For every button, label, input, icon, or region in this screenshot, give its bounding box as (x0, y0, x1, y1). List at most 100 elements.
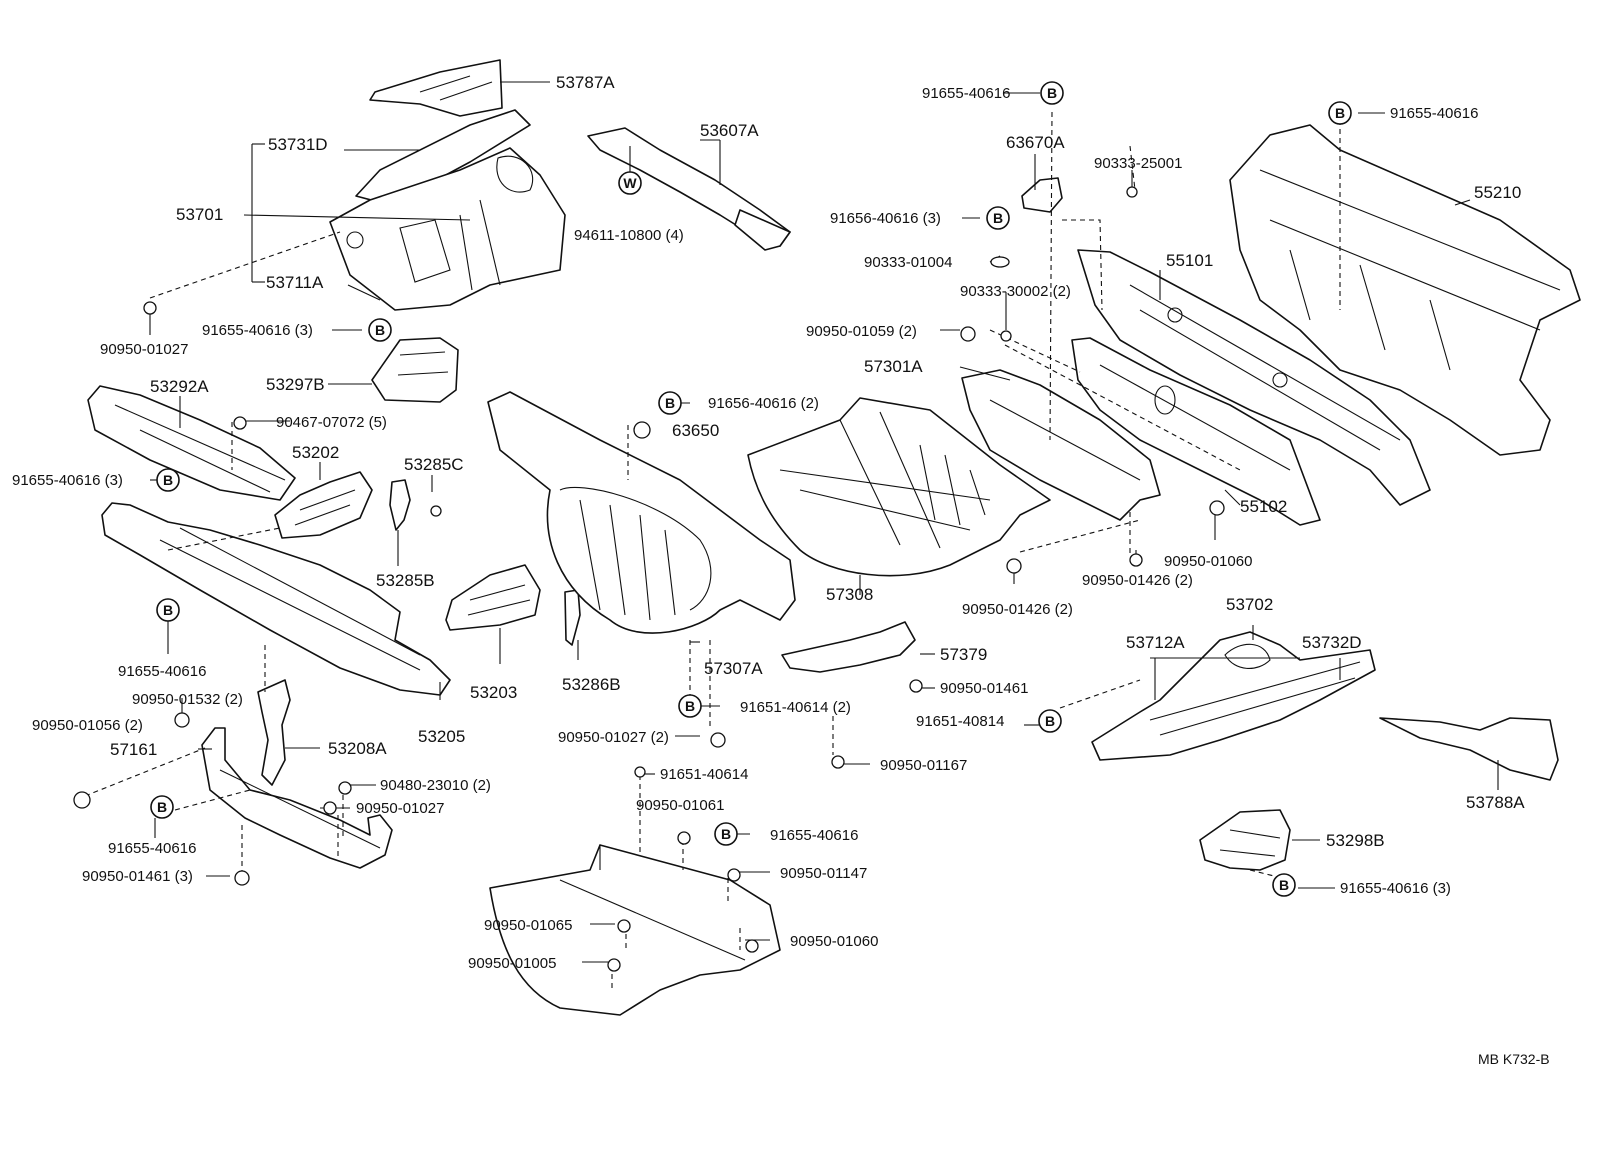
marker-letter: B (1045, 713, 1055, 729)
marker-b-91655-b: B (150, 795, 174, 819)
label-53701: 53701 (176, 205, 223, 224)
plug-90950-01461 (234, 870, 250, 886)
marker-b-91651-40614-2: B (678, 694, 702, 718)
plug-90950-01005 (607, 958, 621, 972)
marker-b-91655-top: B (1040, 81, 1064, 105)
part-53285B (389, 479, 411, 531)
plug-90950-01061 (677, 831, 691, 845)
part-57308 (747, 397, 1051, 577)
label-53702: 53702 (1226, 595, 1273, 614)
marker-b-91655-a: B (156, 598, 180, 622)
part-53701-53711A (329, 147, 566, 311)
plug-90950-01027-2 (710, 732, 726, 748)
label-53788A: 53788A (1466, 793, 1525, 812)
part-57301A (961, 369, 1161, 521)
label-53285C: 53285C (404, 455, 464, 474)
label-94611-10800: 94611-10800 (4) (574, 227, 684, 244)
plug-90950-01059 (960, 326, 976, 342)
part-55102 (1071, 337, 1321, 526)
plug-90950-01167 (831, 755, 845, 769)
marker-b-91655-3-a: B (368, 318, 392, 342)
plug-90333-25001 (1126, 186, 1138, 198)
plug-90950-01060-b (1209, 500, 1225, 516)
part-55210 (1229, 124, 1581, 456)
clip-91651-40614 (634, 766, 646, 778)
label-90950-01056: 90950-01056 (2) (32, 717, 143, 734)
marker-letter: B (665, 395, 675, 411)
label-91651-40614-2: 91651-40614 (2) (740, 699, 851, 716)
fasteners (73, 186, 1225, 972)
label-53202: 53202 (292, 443, 339, 462)
label-53731D: 53731D (268, 135, 328, 154)
diagram-reference-code: MB K732-B (1478, 1051, 1550, 1067)
label-63670A: 63670A (1006, 133, 1065, 152)
label-90950-01005: 90950-01005 (468, 955, 556, 972)
label-91655-40616-b: 91655-40616 (108, 840, 196, 857)
clip-90950-01027 (143, 301, 157, 315)
part-53286B (564, 589, 581, 646)
plug-90950-01461-a (909, 679, 923, 693)
marker-letter: B (1335, 105, 1345, 121)
marker-letter: B (1047, 85, 1057, 101)
marker-b-91655-3-b: B (156, 468, 180, 492)
label-90950-01147: 90950-01147 (780, 865, 867, 882)
part-63670A (1021, 177, 1063, 213)
label-90950-01060-b: 90950-01060 (1164, 553, 1252, 570)
marker-b-91655-3-c: B (1272, 873, 1296, 897)
part-57379 (781, 621, 916, 673)
plug-90950-01060-a (745, 939, 759, 953)
label-90950-01027-a: 90950-01027 (100, 341, 188, 358)
label-91656-40616-2: 91656-40616 (2) (708, 395, 819, 412)
marker-w-94611: W (618, 171, 642, 195)
label-53732D: 53732D (1302, 633, 1362, 652)
part-55101 (1077, 249, 1431, 506)
grommet-90950-01532 (174, 712, 190, 728)
label-53297B: 53297B (266, 375, 325, 394)
marker-letter: B (721, 826, 731, 842)
label-63650: 63650 (672, 421, 719, 440)
label-91655-40616-3-a: 91655-40616 (3) (202, 322, 313, 339)
marker-letter: B (375, 322, 385, 338)
label-90950-01532: 90950-01532 (2) (132, 691, 243, 708)
part-53788A (1379, 717, 1559, 781)
label-57308: 57308 (826, 585, 873, 604)
label-90480-23010: 90480-23010 (2) (380, 777, 491, 794)
marker-letter: B (157, 799, 167, 815)
label-90950-01065: 90950-01065 (484, 917, 572, 934)
marker-letter: B (993, 210, 1003, 226)
marker-letter: B (163, 602, 173, 618)
part-53202 (274, 471, 373, 539)
label-53712A: 53712A (1126, 633, 1185, 652)
plug-90950-01426-b (1129, 553, 1143, 567)
part-57161 (201, 727, 393, 869)
label-53298B: 53298B (1326, 831, 1385, 850)
label-55210: 55210 (1474, 183, 1521, 202)
bolt-90467 (233, 416, 247, 430)
plug-90950-01147 (727, 868, 741, 882)
part-53203 (445, 564, 541, 631)
label-90950-01461: 90950-01461 (940, 680, 1028, 697)
plug-90950-01065 (617, 919, 631, 933)
label-53292A: 53292A (150, 377, 209, 396)
label-57161: 57161 (110, 740, 157, 759)
label-91655-40616-3-b: 91655-40616 (3) (12, 472, 123, 489)
label-53787A: 53787A (556, 73, 615, 92)
label-53285B: 53285B (376, 571, 435, 590)
label-53205: 53205 (418, 727, 465, 746)
label-91655-40616-top: 91655-40616 (922, 85, 1010, 102)
label-90950-01426-b: 90950-01426 (2) (1082, 572, 1193, 589)
label-55101: 55101 (1166, 251, 1213, 270)
part-53787A (369, 59, 503, 117)
marker-letter: B (1279, 877, 1289, 893)
clip-90480 (338, 781, 352, 795)
clip-53285C (430, 505, 442, 517)
label-90950-01027-2: 90950-01027 (2) (558, 729, 669, 746)
part-53297B (371, 337, 459, 403)
label-53203: 53203 (470, 683, 517, 702)
label-57379: 57379 (940, 645, 987, 664)
plug-90333-30002 (1000, 330, 1012, 342)
label-53208A: 53208A (328, 739, 387, 758)
clip-63650 (633, 421, 651, 439)
